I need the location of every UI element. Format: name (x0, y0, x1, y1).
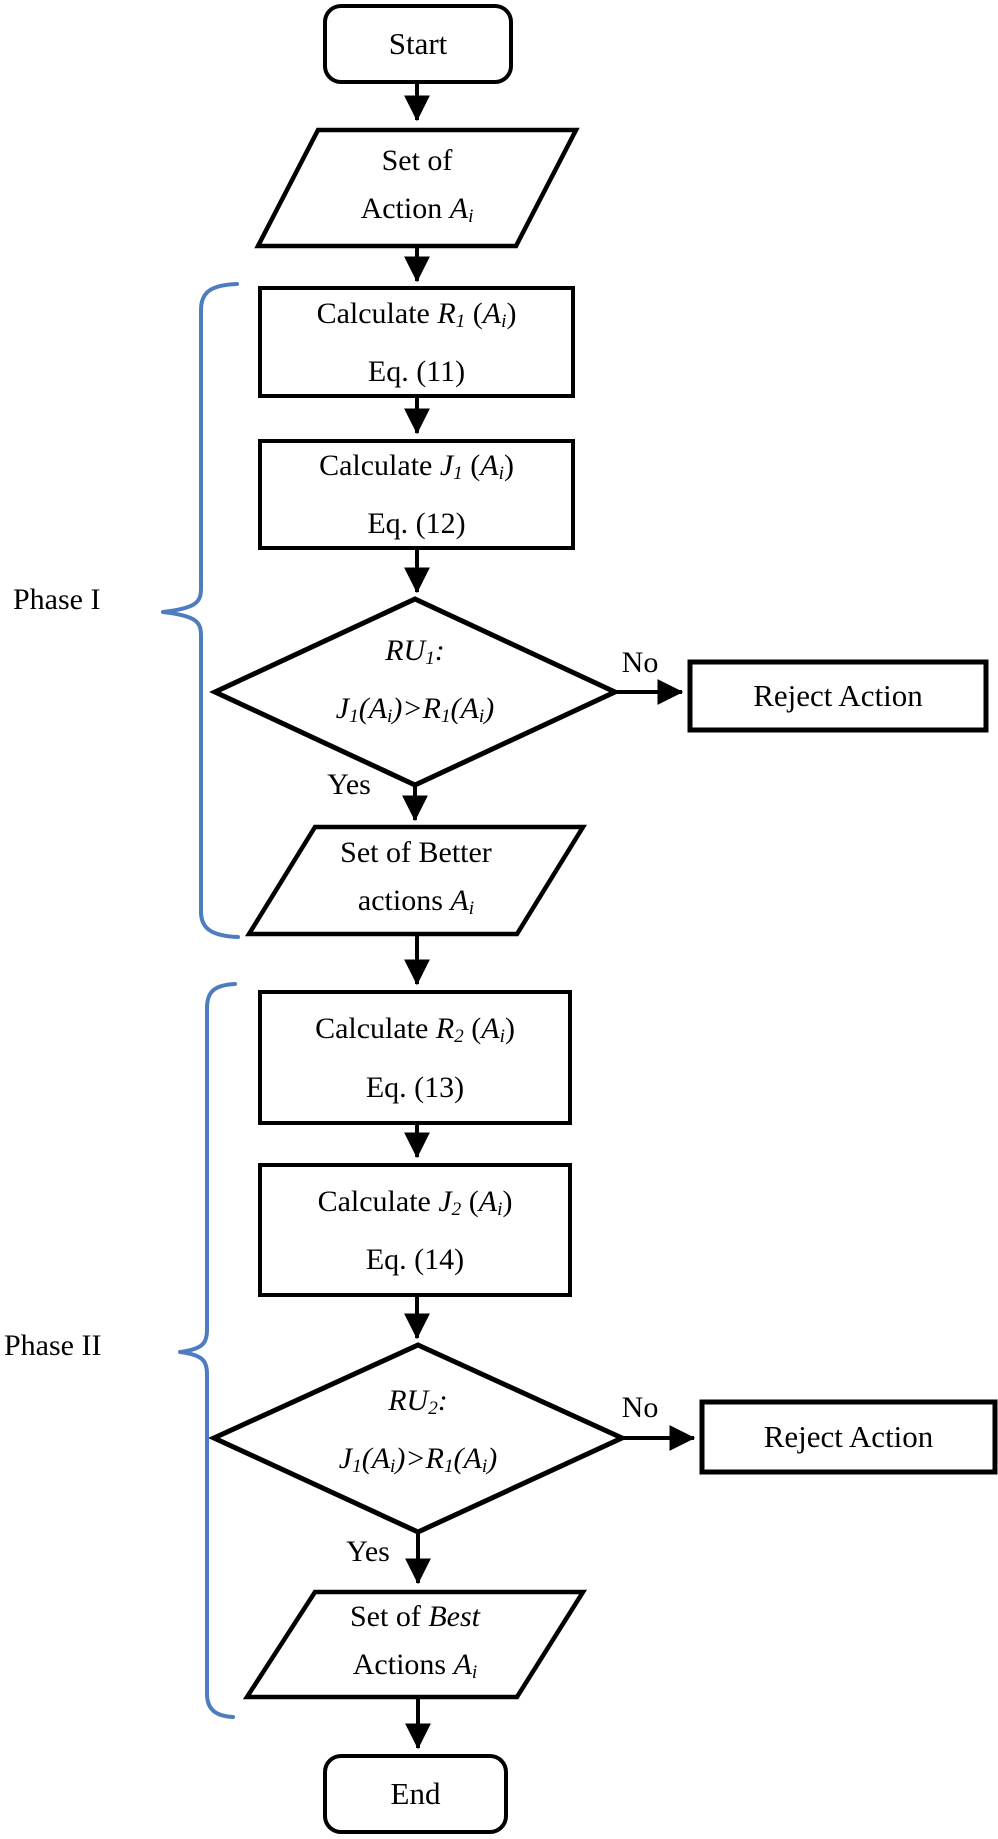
decision1-yes-label: Yes (327, 768, 371, 801)
phase2-label: Phase II (4, 1329, 102, 1362)
calc-r2-label: Calculate R2 (Ai) Eq. (13) (260, 994, 570, 1123)
phase1-label: Phase I (13, 583, 101, 616)
reject1-shape (687, 659, 989, 733)
start-node-label: Start (325, 6, 511, 82)
better-actions-line2: actions Ai (357, 884, 475, 920)
calc-r1-label: Calculate R1 (Ai) Eq. (11) (260, 290, 573, 396)
best-actions-shape (242, 1589, 588, 1700)
decision2-shape (207, 1342, 629, 1535)
calc-r2-line1: Calculate R2 (Ai) (315, 1012, 515, 1048)
calc-r1-shape (258, 286, 575, 398)
calc-j2-line2: Eq. (14) (365, 1243, 465, 1277)
shape-strokes (207, 4, 998, 1834)
input-actions-shape (254, 127, 580, 249)
start-label-text: Start (388, 26, 448, 61)
better-actions-line1: Set of Better (340, 836, 492, 870)
decision1-label: RU1: J1(Ai)>R1(Ai) (215, 628, 615, 740)
decision2-line2: J1(Ai)>R1(Ai) (338, 1442, 498, 1478)
flow-arrows (402, 82, 696, 1750)
input-actions-label: Set of Action Ai (258, 132, 576, 246)
better-actions-shape (244, 824, 588, 937)
end-node-label: End (325, 1756, 506, 1832)
decision1-no-label: No (621, 646, 659, 679)
calc-r1-line2: Eq. (11) (367, 355, 466, 389)
calc-j1-line1: Calculate J1 (Ai) (319, 448, 514, 485)
decision2-yes-label: Yes (346, 1535, 390, 1568)
decision1-shape (209, 596, 621, 788)
decision2-line1: RU2: (388, 1383, 448, 1419)
reject1-label-text: Reject Action (753, 678, 923, 713)
end-label-text: End (390, 1776, 441, 1811)
input-actions-line1: Set of (381, 143, 453, 177)
reject2-label-text: Reject Action (763, 1419, 934, 1454)
best-actions-line2: Actions Ai (352, 1648, 478, 1684)
calc-r2-line2: Eq. (13) (365, 1070, 465, 1104)
input-actions-line2: Action Ai (360, 191, 474, 228)
phase1-brace (161, 282, 240, 939)
calc-j2-line1: Calculate J2 (Ai) (317, 1184, 513, 1221)
decision1-line2: J1(Ai)>R1(Ai) (335, 692, 495, 728)
reject2-shape (699, 1399, 998, 1475)
decision2-label: RU2: J1(Ai)>R1(Ai) (214, 1378, 622, 1490)
phase2-brace (178, 982, 237, 1719)
reject2-label: Reject Action (702, 1402, 995, 1472)
decision1-line1: RU1: (385, 633, 445, 669)
best-actions-line1: Set of Best (350, 1600, 480, 1634)
calc-j1-label: Calculate J1 (Ai) Eq. (12) (260, 442, 573, 548)
calc-j1-line2: Eq. (12) (367, 507, 466, 541)
calc-j1-shape (258, 439, 575, 550)
calc-j2-shape (258, 1163, 572, 1297)
calc-r1-line1: Calculate R1 (Ai) (316, 296, 517, 333)
end-node-shape (323, 1754, 508, 1834)
decision2-no-label: No (621, 1391, 659, 1424)
calc-j2-label: Calculate J2 (Ai) Eq. (14) (260, 1167, 570, 1295)
better-actions-label: Set of Better actions Ai (249, 829, 583, 934)
reject1-label: Reject Action (690, 662, 986, 730)
phase-braces (161, 282, 240, 1719)
best-actions-label: Set of Best Actions Ai (247, 1594, 583, 1697)
